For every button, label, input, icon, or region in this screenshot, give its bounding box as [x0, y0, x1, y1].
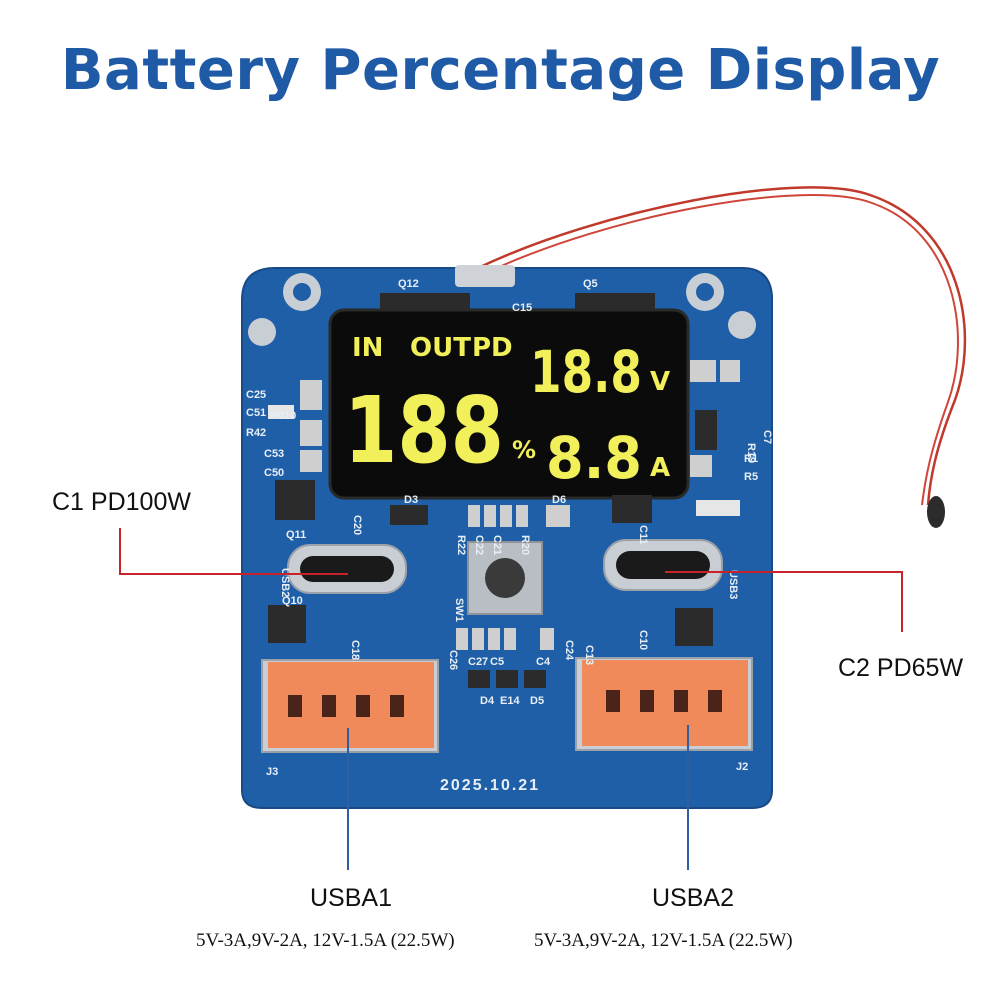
lcd-pd-label: PD — [472, 333, 513, 363]
switch-button — [485, 558, 525, 598]
silk-label-c22: C22 — [473, 535, 485, 555]
silk-label-d6: D6 — [552, 494, 566, 506]
callout-usba2-spec: 5V-3A,9V-2A, 12V-1.5A (22.5W) — [534, 930, 793, 951]
board-date: 2025.10.21 — [440, 777, 540, 794]
page-title: Battery Percentage Display — [60, 38, 941, 103]
silk-label-e14: E14 — [500, 695, 520, 707]
silk-label-sw1: SW1 — [453, 598, 465, 622]
silk-label-r19: R19 — [745, 443, 757, 463]
silk-label-d3: D3 — [404, 494, 418, 506]
silk-label-c26: C26 — [447, 650, 459, 670]
silk-label-r42: R42 — [246, 427, 266, 439]
silk-label-c13: C13 — [583, 645, 595, 665]
mount-hole — [248, 318, 276, 346]
silk-label-c27: C27 — [468, 656, 488, 668]
silk-label-j2: J2 — [736, 761, 748, 773]
silk-label-c24: C24 — [563, 640, 575, 661]
silk-label-r5: R5 — [744, 471, 758, 483]
silk-label-c20: C20 — [351, 515, 363, 535]
silk-label-d5: D5 — [530, 695, 544, 707]
callout-usba1-label: USBA1 — [310, 884, 392, 912]
lcd-current-unit: A — [650, 453, 670, 483]
silk-label-j3: J3 — [266, 766, 278, 778]
mount-hole — [728, 311, 756, 339]
silk-label-q10: Q10 — [282, 595, 303, 607]
silk-label-q12: Q12 — [398, 278, 419, 290]
silk-label-usb3: USB3 — [727, 570, 739, 599]
chip-q11 — [275, 480, 315, 520]
silk-label-c51: C51 — [246, 407, 266, 419]
chip-q10 — [268, 605, 306, 643]
lcd-voltage-unit: V — [650, 367, 670, 397]
silk-label-r1: R1 — [744, 453, 758, 465]
leader-c1 — [119, 528, 348, 575]
sensor-wire — [477, 186, 967, 506]
callout-c1-label: C1 PD100W — [52, 488, 191, 516]
silk-label-r22: R22 — [455, 535, 467, 555]
silk-label-c5: C5 — [490, 656, 504, 668]
sensor-wire-2 — [487, 194, 959, 506]
silk-label-q5: Q5 — [583, 278, 598, 290]
sensor-probe — [927, 496, 945, 528]
silk-label-c4: C4 — [536, 656, 551, 668]
silk-label-c15: C15 — [512, 302, 532, 314]
silk-label-c50: C50 — [264, 467, 284, 479]
silk-label-r20: R20 — [519, 535, 531, 555]
silk-label-c7: C7 — [761, 430, 773, 444]
callout-usba1-spec: 5V-3A,9V-2A, 12V-1.5A (22.5W) — [196, 930, 455, 951]
lcd-percent-unit: % — [512, 436, 536, 464]
lcd-voltage-value: 18.8 — [530, 338, 642, 406]
silk-label-d4: D4 — [480, 695, 495, 707]
silk-label-c25: C25 — [246, 389, 266, 401]
lcd-out-label: OUT — [410, 333, 471, 363]
silk-label-usb2: USB2 — [279, 568, 291, 597]
silk-label-r010: R010 — [270, 410, 296, 422]
silk-label-c11: C11 — [637, 525, 649, 545]
silk-label-q11: Q11 — [286, 529, 306, 541]
silk-label-c10: C10 — [637, 630, 649, 650]
lcd-current-value: 8.8 — [546, 424, 642, 492]
callout-usba2-label: USBA2 — [652, 884, 734, 912]
silk-label-c21: C21 — [491, 535, 503, 555]
lcd-percent-value: 188 — [344, 377, 504, 484]
silk-label-c18: C18 — [349, 640, 361, 660]
lcd-display — [328, 308, 690, 500]
leader-c2 — [665, 571, 903, 632]
connector-top — [455, 265, 515, 287]
chip-right — [675, 608, 713, 646]
silk-label-c53: C53 — [264, 448, 284, 460]
callout-c2-label: C2 PD65W — [838, 654, 964, 682]
lcd-in-label: IN — [352, 333, 383, 363]
